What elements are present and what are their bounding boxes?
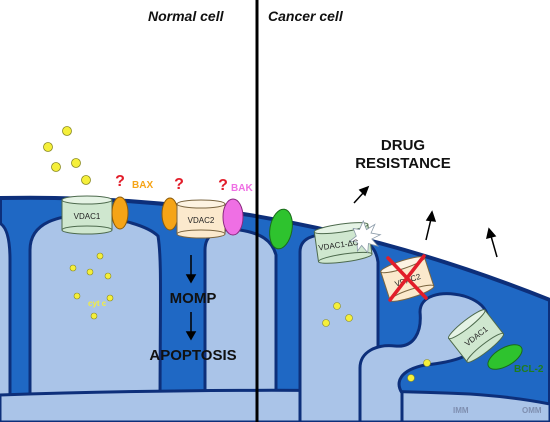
cleavage-burst-icon xyxy=(348,219,382,254)
cytc-matrix-group xyxy=(69,252,114,320)
bax-label: BAX xyxy=(132,180,153,191)
cytc-dot xyxy=(73,292,81,300)
bcl2-protein-top xyxy=(269,208,293,250)
cytc-dot xyxy=(43,142,53,152)
efflux-arrow xyxy=(425,210,437,241)
cytc-dot xyxy=(407,374,415,382)
bak-protein xyxy=(222,198,244,236)
crista-cancer-2 xyxy=(358,292,490,422)
cytc-dot xyxy=(81,175,91,185)
vdac1-normal-channel: VDAC1 xyxy=(61,195,113,235)
efflux-arrow xyxy=(486,227,498,258)
vdac2-question-mark: ? xyxy=(174,176,184,193)
cytc-dot xyxy=(62,126,72,136)
vdac1-cancer-channel: VDAC1 xyxy=(447,309,505,363)
cytc-dot xyxy=(333,302,341,310)
omm-label: OMM xyxy=(522,406,542,415)
vdac2-normal-label: VDAC2 xyxy=(188,216,215,225)
cross-out-icon xyxy=(386,254,428,302)
cytc-dot xyxy=(51,162,61,172)
cytc-dot xyxy=(345,314,353,322)
cytc-dot xyxy=(96,252,104,260)
vdac1-dc-channel: VDAC1-ΔC xyxy=(313,219,382,264)
momp-arrow xyxy=(185,255,197,284)
normal-cell-title: Normal cell xyxy=(148,8,225,24)
cytc-dot xyxy=(106,294,114,302)
cytc-dot xyxy=(86,268,94,276)
vdac1-normal-label: VDAC1 xyxy=(74,212,101,221)
cytc-dot xyxy=(90,312,98,320)
efflux-arrow xyxy=(353,185,370,204)
bax-protein-vdac2 xyxy=(161,197,179,231)
bax-protein xyxy=(111,196,129,230)
cytc-cancer-group xyxy=(322,302,431,382)
cytc-dot xyxy=(71,158,81,168)
drug-label-line2: RESISTANCE xyxy=(355,155,451,172)
efflux-arrows xyxy=(353,185,498,258)
bcl2-label: BCL-2 xyxy=(514,364,544,375)
bak-label: BAK xyxy=(231,183,253,194)
apoptosis-arrow xyxy=(185,312,197,341)
bak-question-mark: ? xyxy=(218,177,228,194)
apoptosis-label: APOPTOSIS xyxy=(149,347,236,364)
crista-left-edge xyxy=(0,220,12,422)
vdac2-normal-channel: VDAC2 xyxy=(176,199,226,239)
drug-label-line1: DRUG xyxy=(381,137,425,154)
bax-question-mark: ? xyxy=(115,173,125,190)
cytc-dot xyxy=(69,264,77,272)
momp-label: MOMP xyxy=(170,290,217,307)
bcl2-protein xyxy=(487,344,523,370)
cytc-released-group xyxy=(43,126,91,185)
imm-label: IMM xyxy=(453,406,469,415)
cytc-dot xyxy=(104,272,112,280)
cytc-label: cyt c xyxy=(88,299,107,308)
cytc-dot xyxy=(423,359,431,367)
cytc-dot xyxy=(322,319,330,327)
cancer-cell-title: Cancer cell xyxy=(268,8,344,24)
